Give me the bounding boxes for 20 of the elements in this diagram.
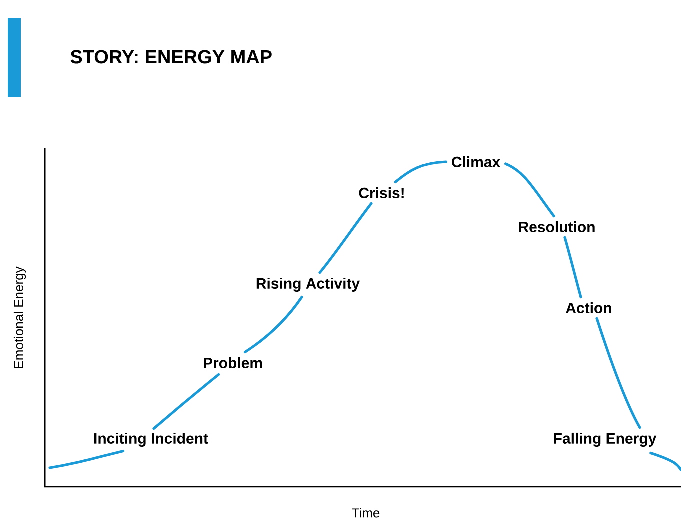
curve-label: Rising Activity — [256, 278, 360, 292]
curve-segment — [596, 317, 642, 430]
curve-label: Resolution — [519, 221, 595, 232]
curve-segment — [394, 160, 448, 184]
curve-segment — [318, 202, 373, 274]
curve-label: Climax — [452, 156, 500, 168]
curve-segment — [48, 450, 125, 470]
curve-label: Inciting Incident — [94, 432, 208, 448]
curve-segment — [152, 373, 220, 430]
curve-label: Action — [566, 302, 612, 314]
curve-segment — [564, 236, 582, 299]
curve-label: Problem — [204, 357, 262, 368]
curve-segment — [504, 162, 556, 218]
axis-label: Emotional Energy — [14, 266, 26, 368]
curve-label: Crisis! — [359, 187, 404, 198]
curve-segment — [650, 452, 681, 472]
axis-label: Time — [352, 508, 380, 518]
curve-label: Falling Energy — [554, 432, 657, 448]
title: STORY: ENERGY MAP — [70, 50, 272, 64]
curve-segment — [244, 296, 304, 354]
